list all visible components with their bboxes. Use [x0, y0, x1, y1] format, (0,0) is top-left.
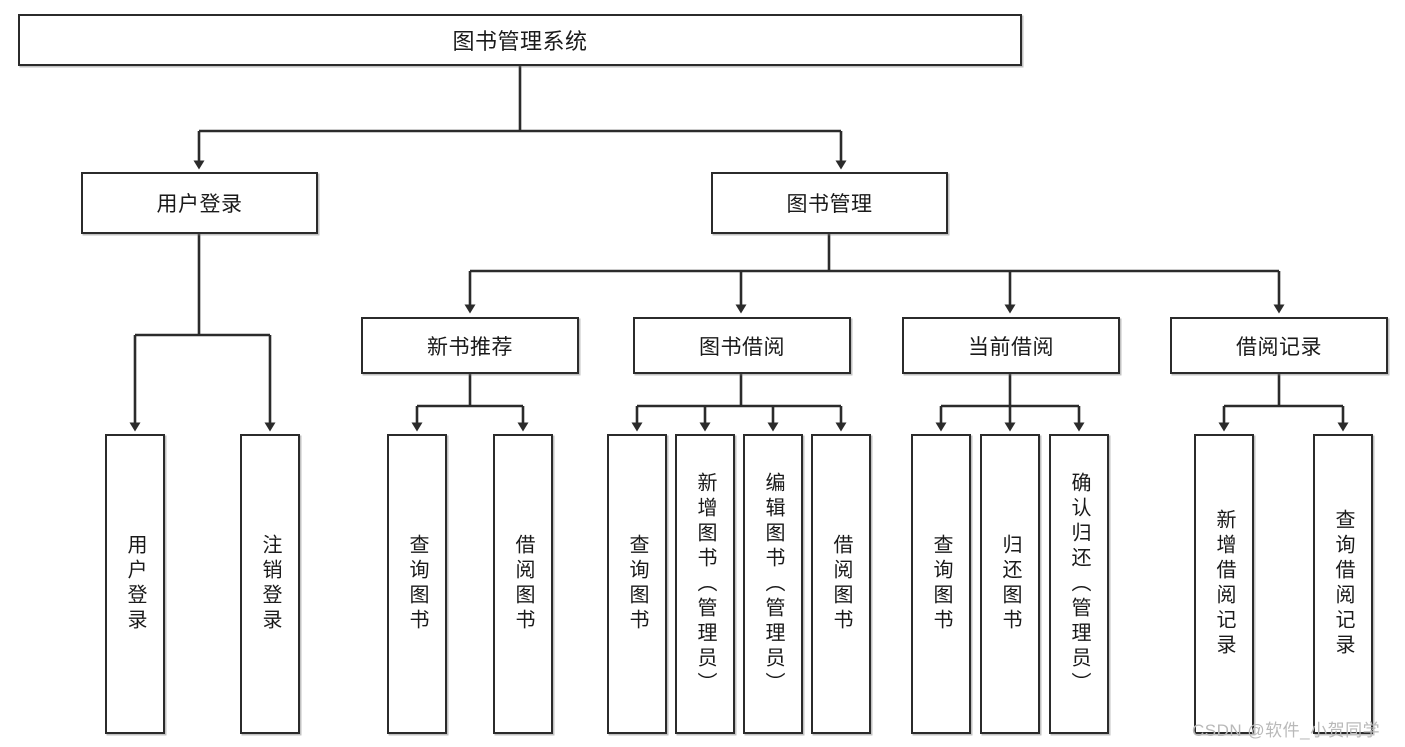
- leaf-record-add-record[interactable]: 新增借阅记录: [1194, 434, 1254, 734]
- leaf-user-login-signout-label: 注销登录: [259, 534, 281, 634]
- node-root-system[interactable]: 图书管理系统: [18, 14, 1022, 66]
- leaf-borrow-query-book[interactable]: 查询图书: [607, 434, 667, 734]
- leaf-recommend-query-book[interactable]: 查询图书: [387, 434, 447, 734]
- leaf-current-query-book[interactable]: 查询图书: [911, 434, 971, 734]
- node-user-login-label: 用户登录: [156, 193, 243, 216]
- leaf-user-login-signout[interactable]: 注销登录: [240, 434, 300, 734]
- leaf-borrow-query-book-label: 查询图书: [626, 534, 648, 634]
- leaf-borrow-edit-book-admin[interactable]: 编辑图书（管理员）: [743, 434, 803, 734]
- leaf-borrow-add-book-admin[interactable]: 新增图书（管理员）: [675, 434, 735, 734]
- leaf-current-return-book[interactable]: 归还图书: [980, 434, 1040, 734]
- leaf-recommend-borrow-book[interactable]: 借阅图书: [493, 434, 553, 734]
- watermark-csdn: CSDN @软件_小贺同学: [1192, 721, 1381, 740]
- leaf-recommend-query-book-label: 查询图书: [406, 534, 428, 634]
- leaf-record-add-record-label: 新增借阅记录: [1213, 509, 1235, 659]
- leaf-current-return-book-label: 归还图书: [999, 534, 1021, 634]
- node-borrow-record-label: 借阅记录: [1236, 335, 1322, 359]
- node-book-management[interactable]: 图书管理: [711, 172, 948, 234]
- node-new-book-recommend[interactable]: 新书推荐: [361, 317, 579, 374]
- node-borrow-record[interactable]: 借阅记录: [1170, 317, 1388, 374]
- node-root-system-label: 图书管理系统: [452, 29, 588, 54]
- leaf-borrow-borrow-book[interactable]: 借阅图书: [811, 434, 871, 734]
- leaf-record-query-record[interactable]: 查询借阅记录: [1313, 434, 1373, 734]
- leaf-user-login-signin-label: 用户登录: [124, 534, 146, 634]
- leaf-record-query-record-label: 查询借阅记录: [1332, 509, 1354, 659]
- node-book-borrow[interactable]: 图书借阅: [633, 317, 851, 374]
- leaf-current-confirm-return-admin-label: 确认归还（管理员）: [1068, 471, 1090, 697]
- leaf-borrow-edit-book-admin-label: 编辑图书（管理员）: [762, 471, 784, 697]
- node-book-management-label: 图书管理: [786, 193, 873, 216]
- node-current-borrow[interactable]: 当前借阅: [902, 317, 1120, 374]
- node-book-borrow-label: 图书借阅: [699, 335, 785, 359]
- node-user-login[interactable]: 用户登录: [81, 172, 318, 234]
- node-current-borrow-label: 当前借阅: [968, 335, 1054, 359]
- leaf-user-login-signin[interactable]: 用户登录: [105, 434, 165, 734]
- leaf-borrow-add-book-admin-label: 新增图书（管理员）: [694, 471, 716, 697]
- node-new-book-recommend-label: 新书推荐: [427, 335, 513, 359]
- leaf-current-query-book-label: 查询图书: [930, 534, 952, 634]
- leaf-current-confirm-return-admin[interactable]: 确认归还（管理员）: [1049, 434, 1109, 734]
- leaf-recommend-borrow-book-label: 借阅图书: [512, 534, 534, 634]
- leaf-borrow-borrow-book-label: 借阅图书: [830, 534, 852, 634]
